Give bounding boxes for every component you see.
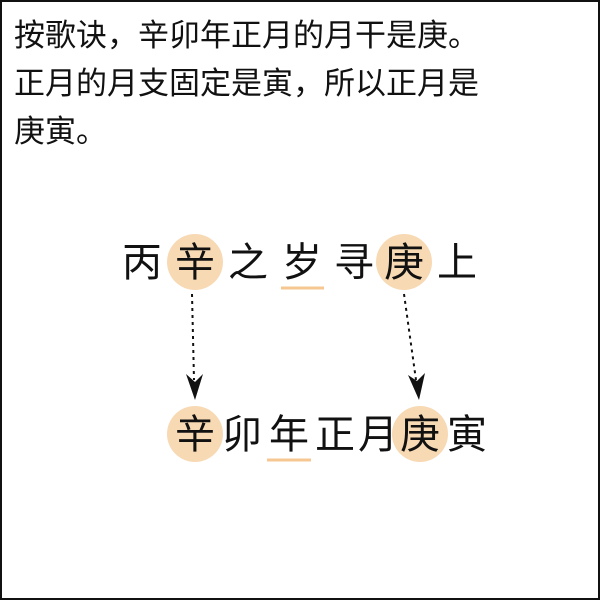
highlight-xin-top: [167, 234, 223, 290]
verse-char: 之: [228, 240, 268, 286]
arrow-geng-line: [403, 293, 417, 381]
highlight-xin-bottom: [167, 406, 223, 462]
result-char: 辛: [175, 412, 215, 458]
explanation-line-1: 按歌诀，辛卯年正月的月干是庚。: [14, 18, 479, 54]
explanation-text: 按歌诀，辛卯年正月的月干是庚。 正月的月支固定是寅，所以正月是 庚寅。: [14, 12, 590, 156]
verse-char: 寻: [334, 240, 374, 286]
explanation-line-3: 庚寅。: [14, 114, 107, 150]
result-char: 庚: [400, 412, 440, 458]
verse-char: 辛: [175, 240, 215, 286]
result-char: 寅: [447, 412, 487, 458]
verse-line: 丙 辛 之 岁 寻 庚 上: [122, 240, 477, 286]
result-char: 卯: [222, 412, 262, 458]
verse-char: 丙: [122, 240, 162, 286]
highlight-geng-bottom: [392, 406, 448, 462]
result-line: 辛 卯 年 正 月 庚 寅: [175, 412, 487, 458]
arrow-down-icon: [408, 373, 425, 400]
arrow-down-icon: [186, 374, 203, 400]
highlight-geng-top: [376, 234, 432, 290]
explanation-line-2: 正月的月支固定是寅，所以正月是: [14, 66, 479, 102]
result-char: 正: [315, 412, 355, 458]
result-char: 年: [269, 412, 309, 458]
verse-char: 上: [437, 240, 477, 286]
arrow-xin-line: [191, 293, 195, 381]
result-char: 月: [358, 412, 398, 458]
verse-char: 庚: [384, 240, 424, 286]
verse-char: 岁: [282, 240, 322, 286]
